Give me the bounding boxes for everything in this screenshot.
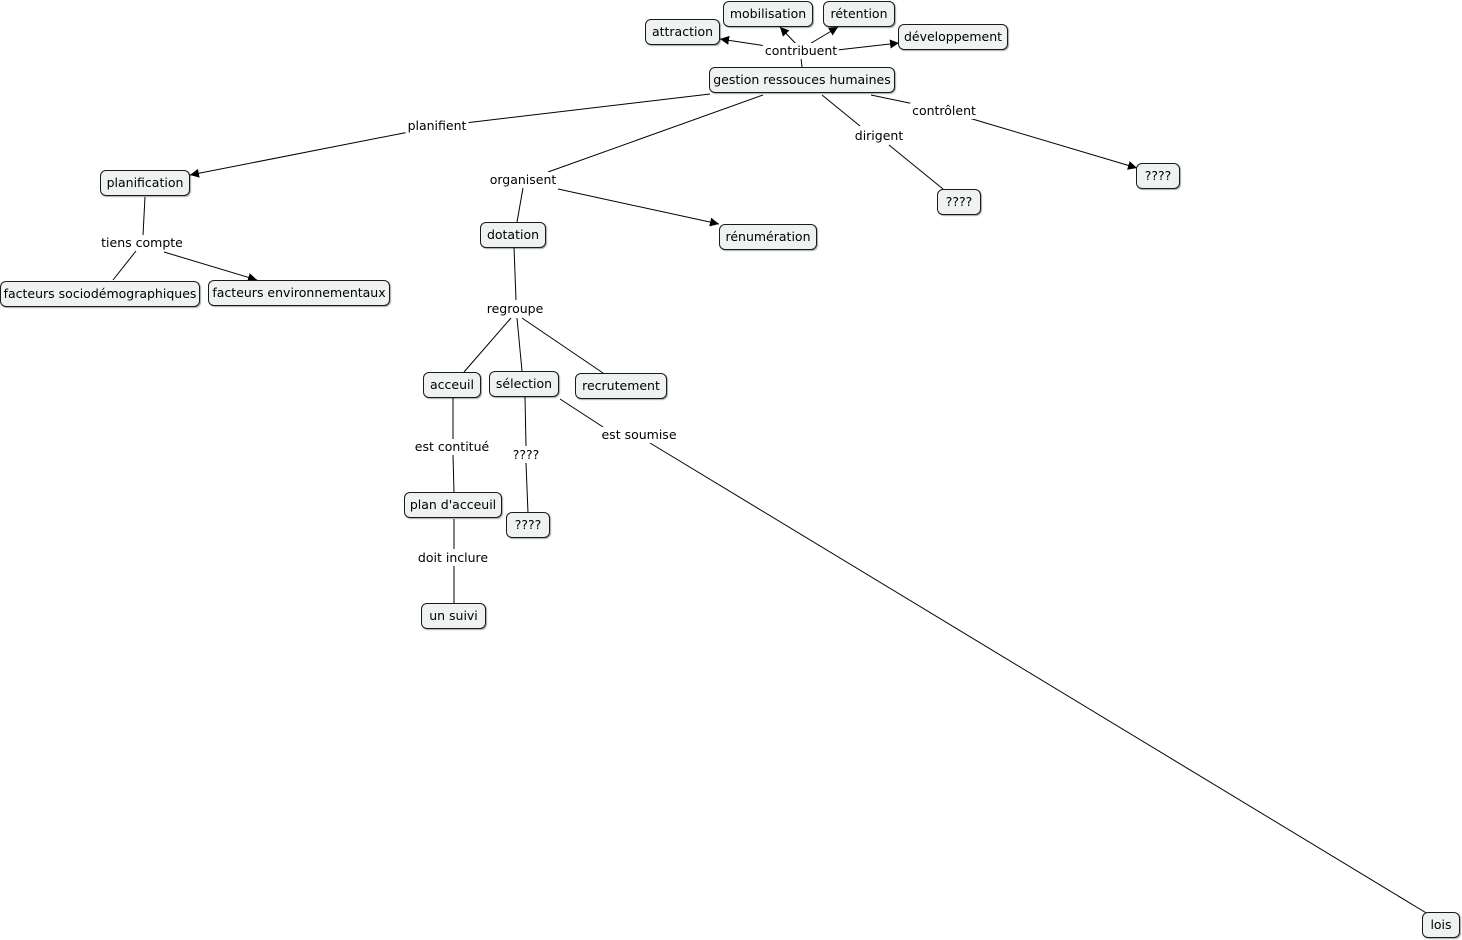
- node-recrutement[interactable]: recrutement: [575, 373, 667, 399]
- connector-gestion-controlent: [870, 94, 915, 105]
- connector-gestion-organisent: [547, 94, 764, 173]
- node-plan-accueil[interactable]: plan d'acceuil: [404, 492, 502, 518]
- arrow-contribuent-retention: [807, 26, 839, 46]
- node-unknown-selection[interactable]: ????: [506, 512, 550, 538]
- arrow-contribuent-developpement: [836, 39, 900, 51]
- arrow-planifient-planification: [189, 131, 410, 178]
- connector-estcontitue-plan: [452, 454, 455, 494]
- node-mobilisation[interactable]: mobilisation: [723, 1, 813, 27]
- connector-planification-tienscompte: [142, 196, 146, 236]
- node-lois[interactable]: lois: [1422, 912, 1460, 938]
- connector-regroupe-selection: [516, 317, 523, 372]
- connector-gestion-planifient: [464, 93, 711, 124]
- node-planification[interactable]: planification: [100, 170, 190, 196]
- node-gestion-ressources-humaines[interactable]: gestion ressouces humaines: [709, 67, 895, 93]
- link-organisent[interactable]: organisent: [487, 172, 559, 188]
- node-retention[interactable]: rétention: [823, 1, 895, 27]
- link-tiens-compte[interactable]: tiens compte: [99, 235, 185, 251]
- connector-gestion-contribuent: [800, 57, 803, 68]
- arrow-controlent-unknown: [968, 117, 1138, 170]
- link-unknown[interactable]: ????: [510, 447, 542, 463]
- node-dotation[interactable]: dotation: [480, 222, 546, 248]
- node-developpement[interactable]: développement: [898, 24, 1008, 50]
- link-regroupe[interactable]: regroupe: [484, 301, 546, 317]
- connector-unknownlink-unknown: [525, 462, 529, 514]
- node-renumeration[interactable]: rénumération: [719, 224, 817, 250]
- link-controlent[interactable]: contrôlent: [910, 103, 978, 119]
- link-est-soumise[interactable]: est soumise: [599, 427, 679, 443]
- arrow-contribuent-attraction: [719, 35, 767, 47]
- link-planifient[interactable]: planifient: [405, 118, 469, 134]
- connector-dirigent-unknown: [888, 144, 944, 190]
- arrow-contribuent-mobilisation: [779, 26, 798, 46]
- link-doit-inclure[interactable]: doit inclure: [415, 550, 491, 566]
- link-dirigent[interactable]: dirigent: [852, 128, 906, 144]
- connector-gestion-dirigent: [821, 94, 861, 127]
- connector-estsoumise-lois: [649, 442, 1429, 915]
- connector-tienscompte-socio: [112, 250, 137, 281]
- node-accueil[interactable]: acceuil: [423, 372, 481, 398]
- connector-dotation-regroupe: [513, 246, 517, 301]
- node-un-suivi[interactable]: un suivi: [421, 603, 486, 629]
- link-contribuent[interactable]: contribuent: [762, 43, 840, 59]
- node-facteurs-environnementaux[interactable]: facteurs environnementaux: [208, 280, 390, 306]
- connector-selection-unknownlink: [524, 396, 527, 447]
- node-selection[interactable]: sélection: [489, 371, 559, 397]
- node-unknown-dirigent[interactable]: ????: [937, 189, 981, 215]
- node-unknown-controlent[interactable]: ????: [1136, 163, 1180, 189]
- node-attraction[interactable]: attraction: [645, 19, 720, 45]
- arrow-organisent-renumeration: [557, 188, 720, 227]
- connector-regroupe-recrutement: [521, 317, 604, 374]
- node-facteurs-sociodemographiques[interactable]: facteurs sociodémographiques: [0, 281, 200, 307]
- arrow-tienscompte-environnementaux: [163, 251, 258, 282]
- connector-organisent-dotation: [516, 187, 524, 223]
- connector-selection-estsoumise: [559, 398, 604, 428]
- connector-regroupe-accueil: [463, 317, 512, 373]
- link-est-contitue[interactable]: est contitué: [412, 439, 492, 455]
